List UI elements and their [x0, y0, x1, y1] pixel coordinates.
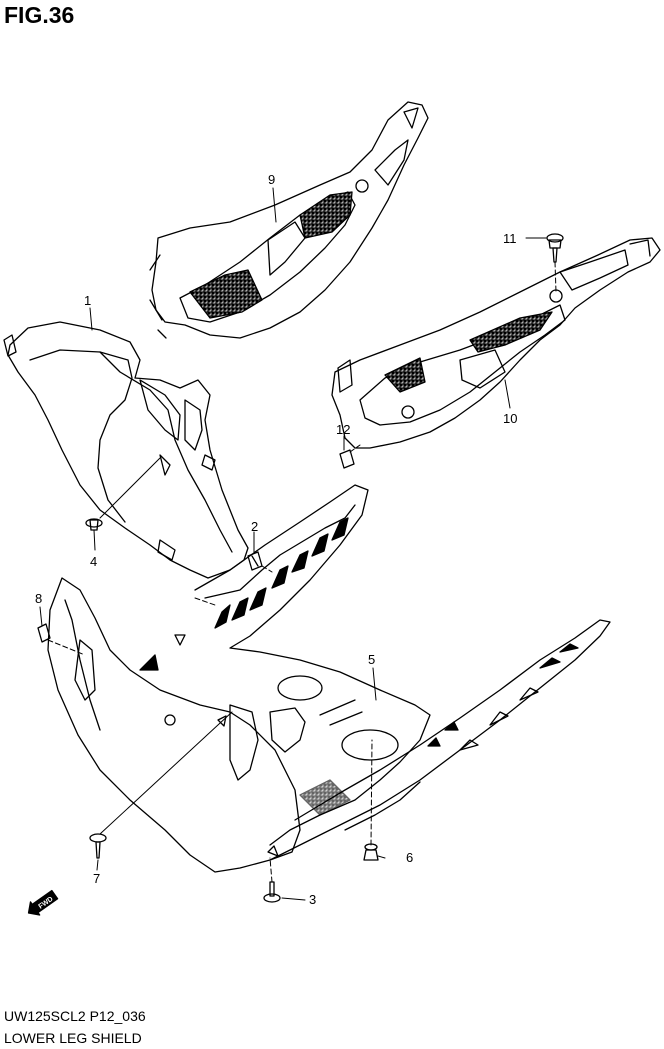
callout-2: 2	[251, 519, 258, 534]
callout-1: 1	[84, 293, 91, 308]
callout-9: 9	[268, 172, 275, 187]
section-name: LOWER LEG SHIELD	[4, 1030, 142, 1046]
callout-labels: 1 2 3 4 5 6 7 8 9 10 11 12	[35, 172, 517, 907]
part-8-nut	[37, 623, 51, 643]
part-5-floor-panel	[139, 484, 431, 846]
part-12-nut	[339, 449, 355, 469]
callout-11: 11	[503, 231, 517, 246]
part-2-nut	[247, 551, 263, 571]
callout-8: 8	[35, 591, 42, 606]
part-11-bolt	[546, 233, 564, 263]
callout-10: 10	[503, 411, 517, 426]
figure-title: FIG.36	[4, 2, 75, 28]
part-4-rivet	[85, 518, 103, 531]
lower-leg-shield-body	[47, 577, 306, 873]
callout-5: 5	[368, 652, 375, 667]
callout-3: 3	[309, 892, 316, 907]
model-code: UW125SCL2 P12_036	[4, 1008, 146, 1024]
callout-7: 7	[93, 871, 100, 886]
dashed-assembly-lines	[47, 261, 557, 883]
fwd-direction-icon: FWD	[27, 889, 59, 916]
callout-12: 12	[336, 422, 350, 437]
callout-4: 4	[90, 554, 97, 569]
part-1-leg-shield-upper	[3, 321, 249, 579]
lower-side-skirt-right	[267, 619, 611, 861]
fwd-label: FWD	[38, 896, 55, 911]
part-7-screw	[89, 833, 107, 859]
part-3-screw	[263, 881, 281, 903]
leader-lines	[39, 187, 547, 901]
part-10-inner-cover-right	[331, 237, 661, 449]
part-6-rivet	[363, 843, 379, 861]
part-9-inner-cover-left	[149, 101, 429, 339]
callout-6: 6	[406, 850, 413, 865]
